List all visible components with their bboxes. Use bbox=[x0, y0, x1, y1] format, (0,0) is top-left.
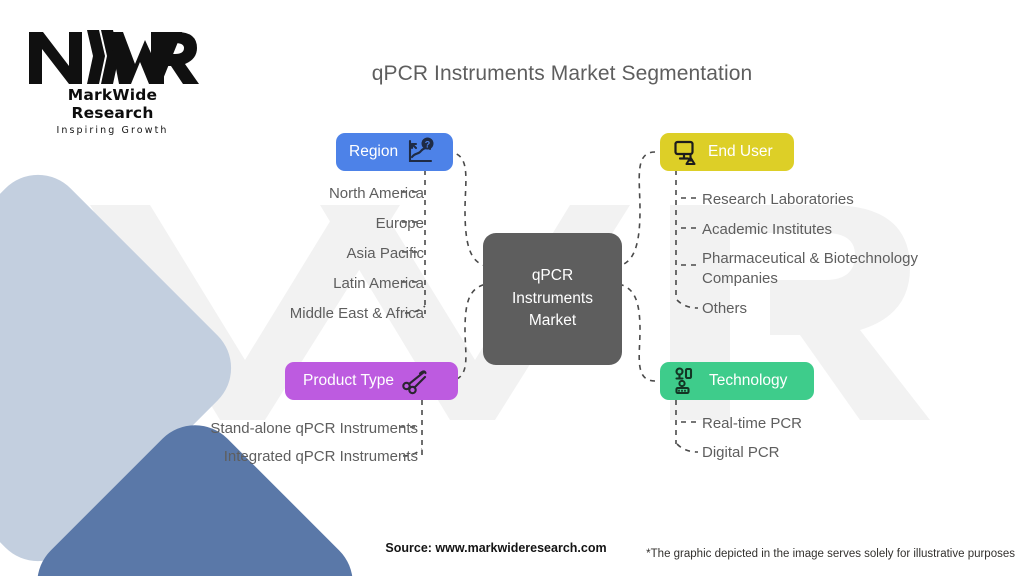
leaf-end-user-1: Research Laboratories bbox=[702, 191, 854, 208]
devices-network-icon bbox=[673, 367, 701, 395]
leaf-region-1: North America bbox=[328, 185, 424, 202]
leaf-region-3: Asia Pacific bbox=[346, 245, 424, 262]
svg-text:?: ? bbox=[425, 139, 431, 149]
brand-tagline: Inspiring Growth bbox=[56, 125, 169, 136]
disclaimer-text: *The graphic depicted in the image serve… bbox=[646, 548, 1015, 560]
leaf-region-2: Europe bbox=[375, 215, 424, 232]
wire-region-to-center bbox=[446, 151, 487, 267]
center-line-3: Market bbox=[528, 312, 577, 330]
wire-technology-leaf-2 bbox=[676, 443, 699, 453]
brand-name: MarkWide Research bbox=[67, 86, 158, 122]
wire-enduser-leaf-4 bbox=[676, 299, 699, 309]
center-node[interactable]: qPCR Instruments Market bbox=[483, 233, 622, 365]
leaf-end-user-2: Academic Institutes bbox=[702, 221, 833, 238]
center-line-1: qPCR bbox=[531, 267, 574, 285]
leaf-product-type-1: Stand-alone qPCR Instruments bbox=[210, 420, 418, 437]
leaf-end-user-4: Others bbox=[702, 300, 748, 317]
monitor-flask-icon bbox=[673, 139, 700, 166]
source-credit-text: Source: www.markwideresearch.com bbox=[385, 541, 607, 555]
page-title-text: qPCR Instruments Market Segmentation bbox=[371, 62, 753, 85]
source-credit: Source: www.markwideresearch.com bbox=[0, 541, 1024, 555]
branch-node-end-user[interactable]: End User bbox=[660, 133, 794, 171]
branch-node-product-type[interactable]: Product Type bbox=[285, 362, 458, 400]
wire-product-to-center bbox=[446, 283, 487, 382]
chart-question-icon: ? bbox=[405, 137, 435, 167]
leaf-region-5: Middle East & Africa bbox=[289, 305, 424, 322]
scissors-icon bbox=[401, 367, 429, 395]
leaf-region-4: Latin America bbox=[333, 275, 424, 292]
leaf-product-type-2: Integrated qPCR Instruments bbox=[223, 448, 418, 465]
leaf-end-user-3: Pharmaceutical & Biotechnology Companies bbox=[702, 250, 918, 287]
leaf-technology-1: Real-time PCR bbox=[702, 415, 803, 432]
wire-enduser-to-center bbox=[618, 151, 656, 267]
mwr-monogram-icon bbox=[29, 30, 199, 84]
wire-product-leaf-2 bbox=[402, 448, 423, 457]
branch-label-region: Region bbox=[349, 143, 399, 160]
branch-node-region[interactable]: Region ? bbox=[336, 133, 453, 171]
wire-technology-to-center bbox=[618, 283, 656, 382]
branch-label-end-user: End User bbox=[708, 143, 773, 160]
branch-label-technology: Technology bbox=[709, 372, 788, 389]
page-title: qPCR Instruments Market Segmentation bbox=[0, 62, 1024, 86]
center-line-2: Instruments bbox=[512, 289, 593, 307]
leaf-technology-2: Digital PCR bbox=[702, 444, 780, 461]
wire-region-leaf-5 bbox=[404, 305, 426, 314]
brand-logo: MarkWide Research Inspiring Growth bbox=[25, 26, 200, 136]
branch-label-product-type: Product Type bbox=[303, 372, 395, 389]
branch-node-technology[interactable]: Technology bbox=[660, 362, 814, 400]
